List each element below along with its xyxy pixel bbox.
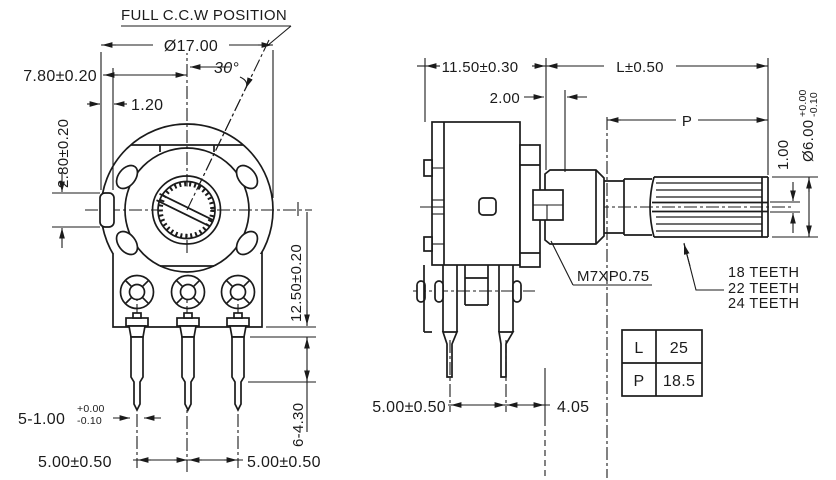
terminal xyxy=(119,274,155,310)
tab-height-label: 2.80±0.20 xyxy=(55,119,72,188)
pin xyxy=(176,312,200,412)
dim-diameter-17: Ø17.00 xyxy=(100,36,274,198)
front-terminals xyxy=(119,274,256,310)
pin-width-tol-plus: +0.00 xyxy=(77,403,105,415)
dim-2-80: 2.80±0.20 xyxy=(52,119,100,248)
ear-cutout xyxy=(115,230,139,256)
ear-cutout xyxy=(235,164,259,190)
dim-L: L±0.50 xyxy=(545,57,769,175)
spec-table: L 25 P 18.5 xyxy=(621,329,703,397)
pitch-right-label: 5.00±0.50 xyxy=(247,454,321,471)
angle-label: 30° xyxy=(214,60,239,77)
front-view: FULL C.C.W POSITION Ø17.00 7.80±0.20 1.2… xyxy=(18,7,321,472)
table-value-L: 25 xyxy=(670,340,688,357)
anti-rotation-tab xyxy=(99,192,115,228)
dim-2-00: 2.00 xyxy=(490,90,587,172)
ear-cutout xyxy=(115,164,139,190)
pin xyxy=(125,312,149,412)
diameter-label: Ø17.00 xyxy=(164,38,218,55)
table-param-L: L xyxy=(634,340,643,357)
full-ccw-label: FULL C.C.W POSITION xyxy=(121,7,287,24)
knurl-serration xyxy=(158,181,215,239)
screwdriver-slot xyxy=(159,193,213,221)
body-depth-label: 11.50±0.30 xyxy=(442,59,519,76)
pin-side xyxy=(434,265,459,378)
slot-width-label: 1.00 xyxy=(775,140,792,170)
teeth-option-22: 22 TEETH xyxy=(728,281,799,297)
teeth-option-24: 24 TEETH xyxy=(728,296,799,312)
dim-7-80: 7.80±0.20 xyxy=(23,68,187,85)
pin-side xyxy=(497,265,522,378)
terminal xyxy=(170,274,206,310)
dim-1-20: 1.20 xyxy=(87,97,163,114)
center-lug xyxy=(464,265,489,306)
thread-label: M7XP0.75 xyxy=(577,268,649,285)
dim-11-50: 11.50±0.30 xyxy=(417,57,546,122)
tab-depth-label: 1.20 xyxy=(131,97,163,114)
table-value-P: 18.5 xyxy=(663,373,695,390)
front-shaft xyxy=(151,74,253,245)
shaft-dia-tol-plus: +0.00 xyxy=(797,89,809,117)
ear-cutout xyxy=(235,230,259,256)
shaft-length-label: L±0.50 xyxy=(616,59,664,76)
dim-P: P xyxy=(607,111,768,130)
teeth-option-18: 18 TEETH xyxy=(728,265,799,281)
knurl-length-label: P xyxy=(682,113,692,130)
side-pins xyxy=(413,265,535,412)
pin-width-tol-minus: -0.10 xyxy=(77,415,102,427)
dim-12-50: 12.50±0.20 xyxy=(266,212,316,328)
pin-width-label: 5-1.00 xyxy=(18,411,65,428)
shaft-dia-tol-minus: -0.10 xyxy=(808,92,820,117)
rivet xyxy=(478,197,497,216)
face-dim-label: 2.00 xyxy=(490,90,520,107)
side-view: 11.50±0.30 L±0.50 2.00 P xyxy=(372,57,820,478)
pin xyxy=(226,312,250,412)
side-pitch-label: 5.00±0.50 xyxy=(372,399,446,416)
dim-pitch-front: 5.00±0.50 5.00±0.50 xyxy=(38,454,321,471)
side-body xyxy=(423,121,541,268)
side-bushing-shaft xyxy=(532,169,769,245)
dim-6-4-30: 6-4.30 xyxy=(248,336,316,447)
teeth-callout: 18 TEETH 22 TEETH 24 TEETH xyxy=(683,242,799,312)
pin-to-face-label: 4.05 xyxy=(557,399,589,416)
shaft-dia-label: Ø6.00 xyxy=(800,120,817,162)
dim-pin-width: 5-1.00 +0.00 -0.10 xyxy=(18,403,161,428)
knurled-shaft xyxy=(649,176,769,238)
dim-pitch-side: 5.00±0.50 4.05 xyxy=(372,368,589,478)
dim-30-deg: 30° xyxy=(190,60,253,89)
center-to-base-label: 12.50±0.20 xyxy=(288,244,305,322)
body-offset-label: 7.80±0.20 xyxy=(23,68,97,85)
table-param-P: P xyxy=(634,373,645,390)
dim-1-00: 1.00 xyxy=(770,140,800,233)
pitch-left-label: 5.00±0.50 xyxy=(38,454,112,471)
front-pins xyxy=(125,312,250,412)
thread-callout: M7XP0.75 xyxy=(550,240,652,286)
dim-shaft-dia: Ø6.00 +0.00 -0.10 xyxy=(772,89,820,238)
pin-section-label: 6-4.30 xyxy=(290,403,307,447)
terminal xyxy=(220,274,256,310)
